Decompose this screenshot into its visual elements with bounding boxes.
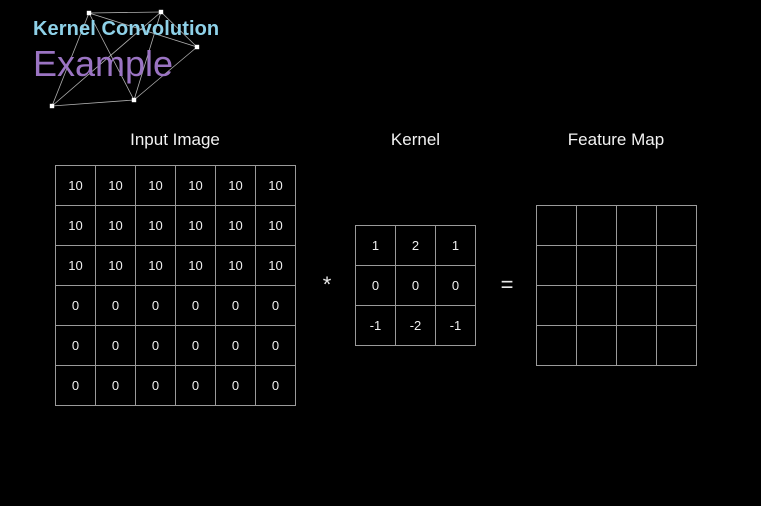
grid-cell: 1 [436, 226, 476, 266]
grid-cell [657, 246, 697, 286]
grid-cell: 0 [96, 366, 136, 406]
grid-cell: 10 [96, 246, 136, 286]
grid-cell: -2 [396, 306, 436, 346]
grid-cell: 0 [176, 366, 216, 406]
title-line-secondary: Example [33, 43, 174, 84]
title-block: Kernel Convolution Example [0, 0, 300, 120]
grid-cell [617, 206, 657, 246]
grid-cell: 2 [396, 226, 436, 266]
grid-cell: 0 [136, 326, 176, 366]
grid-cell [617, 326, 657, 366]
grid-cell: 0 [96, 286, 136, 326]
grid-cell: 10 [56, 246, 96, 286]
grid-cell: 10 [96, 166, 136, 206]
network-edge [51, 99, 135, 107]
grid-cell: 0 [136, 286, 176, 326]
grid-cell: 10 [136, 206, 176, 246]
grid-cell: 10 [256, 206, 296, 246]
network-node [158, 9, 164, 15]
grid-cell [577, 246, 617, 286]
grid-cell: 0 [216, 326, 256, 366]
grid-cell: 0 [216, 366, 256, 406]
grid-cell: 0 [56, 366, 96, 406]
convolution-operator: * [322, 272, 332, 297]
grid-cell: 10 [256, 246, 296, 286]
grid-cell: 0 [176, 286, 216, 326]
grid-cell: 0 [96, 326, 136, 366]
grid-cell: 0 [256, 286, 296, 326]
grid-cell: 10 [216, 206, 256, 246]
grid-cell: 0 [256, 326, 296, 366]
grid-cell: 0 [56, 326, 96, 366]
grid-cell [657, 206, 697, 246]
page-title: Kernel Convolution Example [33, 16, 219, 85]
grid-cell: 10 [216, 246, 256, 286]
grid-cell: 10 [216, 166, 256, 206]
grid-cell: 10 [136, 166, 176, 206]
grid-cell [537, 246, 577, 286]
grid-cell: 0 [56, 286, 96, 326]
grid-cell [657, 326, 697, 366]
grid-cell [537, 206, 577, 246]
grid-cell [577, 286, 617, 326]
network-node [131, 97, 137, 103]
grid-cell [617, 246, 657, 286]
grid-cell: 0 [176, 326, 216, 366]
grid-cell [617, 286, 657, 326]
grid-cell [577, 326, 617, 366]
grid-cell [537, 286, 577, 326]
grid-cell [657, 286, 697, 326]
header-input-image: Input Image [130, 130, 220, 149]
grid-cell: 10 [96, 206, 136, 246]
grid-cell: 0 [256, 366, 296, 406]
grid-cell: -1 [436, 306, 476, 346]
grid-cell: 10 [56, 206, 96, 246]
grid-cell: 0 [436, 266, 476, 306]
grid-cell: 10 [136, 246, 176, 286]
equals-operator: = [500, 272, 514, 297]
header-feature-map: Feature Map [567, 130, 665, 149]
grid-cell: 0 [136, 366, 176, 406]
grid-cell: 0 [216, 286, 256, 326]
grid-cell [537, 326, 577, 366]
network-edge [88, 11, 162, 14]
grid-cell: 1 [356, 226, 396, 266]
grid-cell: 0 [356, 266, 396, 306]
grid-cell: 10 [176, 246, 216, 286]
grid-cell: 10 [56, 166, 96, 206]
grid-cell [577, 206, 617, 246]
network-node [86, 10, 92, 16]
grid-cell: 10 [176, 206, 216, 246]
feature-map-grid [536, 205, 697, 366]
network-node [49, 103, 55, 109]
grid-cell: 10 [176, 166, 216, 206]
grid-cell: 0 [396, 266, 436, 306]
header-kernel: Kernel [390, 130, 441, 149]
title-line-primary: Kernel Convolution [33, 18, 220, 40]
grid-cell: -1 [356, 306, 396, 346]
grid-cell: 10 [256, 166, 296, 206]
